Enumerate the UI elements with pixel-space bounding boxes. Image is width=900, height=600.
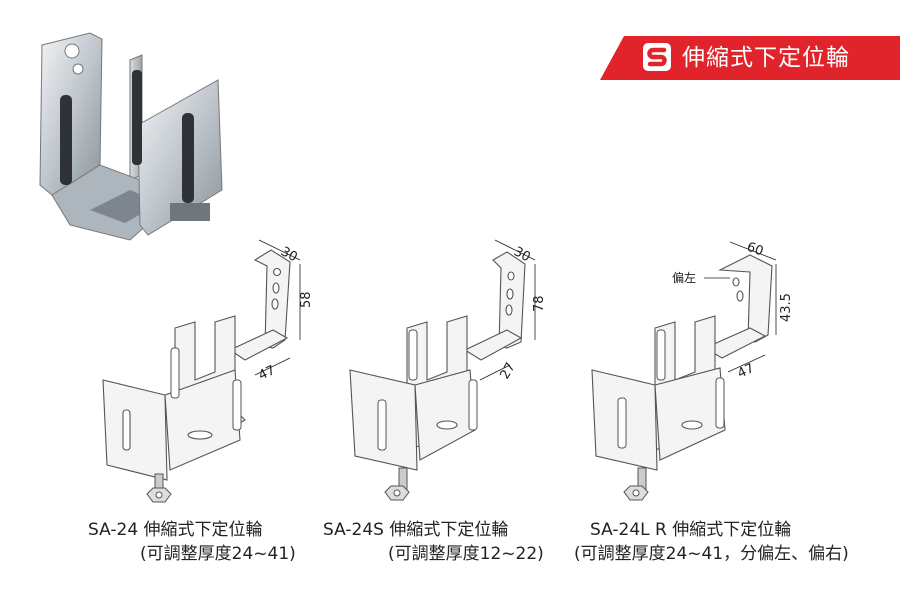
dim-width: 30: [511, 244, 533, 265]
banner-background: [600, 36, 900, 80]
dim-height: 78: [532, 295, 547, 312]
dim-depth: 47: [256, 363, 277, 384]
drawing-sa-24s: 30 78 27: [335, 230, 565, 510]
product-subtitle-sa-24s: (可調整厚度12~22): [388, 544, 544, 564]
product-title-sa-24: SA-24 伸縮式下定位輪: [88, 520, 263, 540]
product-title-sa-24lr: SA-24L R 伸縮式下定位輪: [590, 520, 792, 540]
title-banner: 伸縮式下定位輪: [600, 36, 900, 80]
brand-logo-icon: [642, 42, 672, 72]
dim-width: 60: [745, 240, 766, 260]
banner-title: 伸縮式下定位輪: [682, 45, 850, 71]
drawing-sa-24lr: 60 43.5 47 偏左: [580, 230, 820, 510]
product-subtitle-sa-24: (可調整厚度24~41): [140, 544, 296, 564]
product-title-sa-24s: SA-24S 伸縮式下定位輪: [323, 520, 509, 540]
dim-height: 58: [299, 291, 314, 308]
dim-height: 43.5: [779, 293, 794, 322]
dim-depth: 27: [497, 360, 518, 382]
dim-width: 30: [278, 244, 300, 265]
dim-depth: 47: [735, 361, 756, 382]
product-subtitle-sa-24lr: (可調整厚度24~41，分偏左、偏右): [574, 544, 849, 564]
product-photo: [30, 25, 250, 250]
drawing-sa-24: 30 58 47: [95, 230, 335, 510]
offset-left-label: 偏左: [672, 270, 696, 285]
